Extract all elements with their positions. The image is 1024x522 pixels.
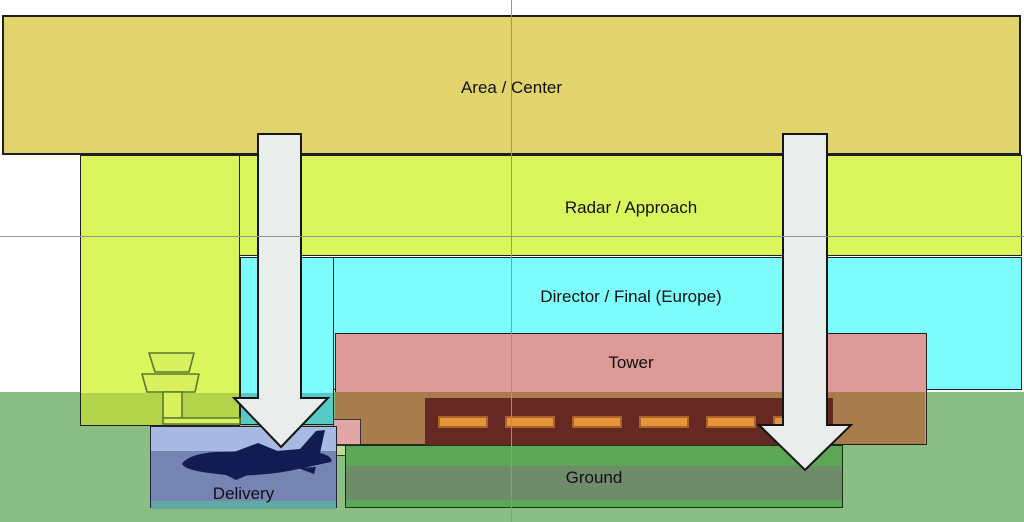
- runway-centerline-dash: [572, 416, 622, 428]
- ground-shade-band: [346, 466, 842, 500]
- runway-centerline-dash: [505, 416, 555, 428]
- tower-delivery-overlap-box: [333, 419, 361, 445]
- ground-label: Ground: [565, 468, 623, 487]
- runway-centerline-dash: [639, 416, 689, 428]
- gridline-vertical: [511, 0, 512, 522]
- runway: [425, 398, 833, 445]
- control-tower-icon: [141, 352, 241, 425]
- runway-centerline-dash: [706, 416, 756, 428]
- runway-centerline-dash: [438, 416, 488, 428]
- delivery-label: Delivery: [212, 484, 275, 503]
- tower-label: Tower: [608, 353, 654, 372]
- airplane-icon: [182, 430, 332, 480]
- gridline-horizontal: [0, 236, 1024, 237]
- runway-centerline-dash: [773, 416, 823, 428]
- director-column-terrain-overlap: [241, 393, 333, 424]
- delivery-bottom-strip: [151, 501, 336, 509]
- radar-approach-label: Radar / Approach: [564, 198, 698, 217]
- director-final-label: Director / Final (Europe): [540, 287, 722, 306]
